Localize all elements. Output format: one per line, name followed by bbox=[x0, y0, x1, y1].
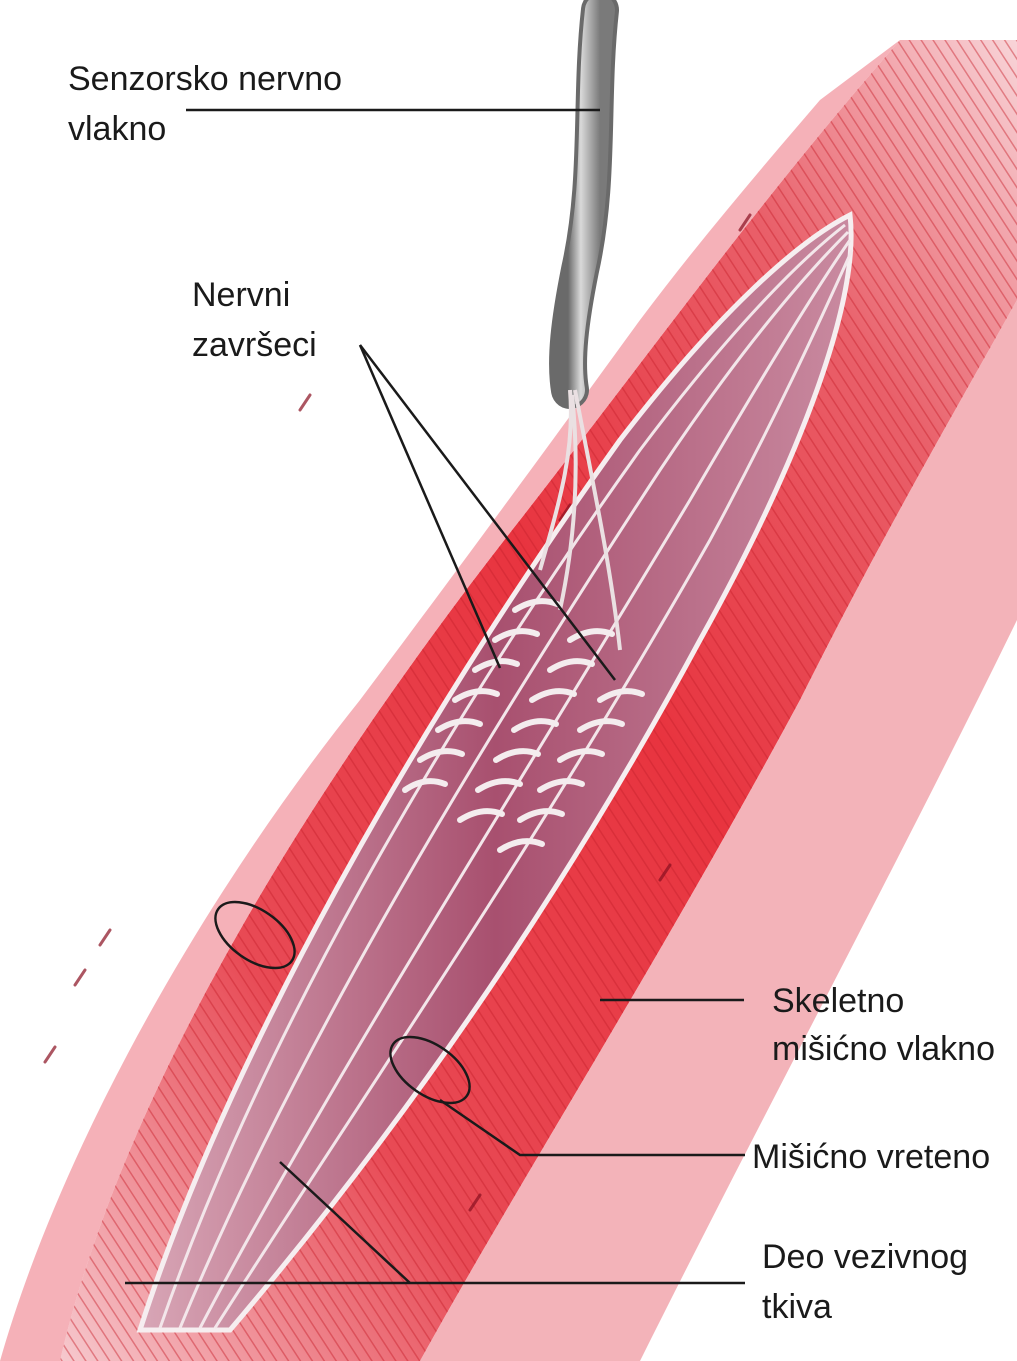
label-nerve-endings-line1: Nervni bbox=[192, 276, 290, 314]
label-nerve-endings-line2: završeci bbox=[192, 326, 317, 364]
label-sensory-fiber-line1: Senzorsko nervno bbox=[68, 60, 342, 98]
label-connective-tissue-line1: Deo vezivnog bbox=[762, 1238, 968, 1276]
label-skeletal-fiber-line2: mišićno vlakno bbox=[772, 1030, 995, 1068]
label-sensory-fiber-line2: vlakno bbox=[68, 110, 166, 148]
label-skeletal-fiber-line1: Skeletno bbox=[772, 982, 904, 1020]
label-muscle-spindle: Mišićno vreteno bbox=[752, 1138, 990, 1176]
label-connective-tissue-line2: tkiva bbox=[762, 1288, 832, 1326]
